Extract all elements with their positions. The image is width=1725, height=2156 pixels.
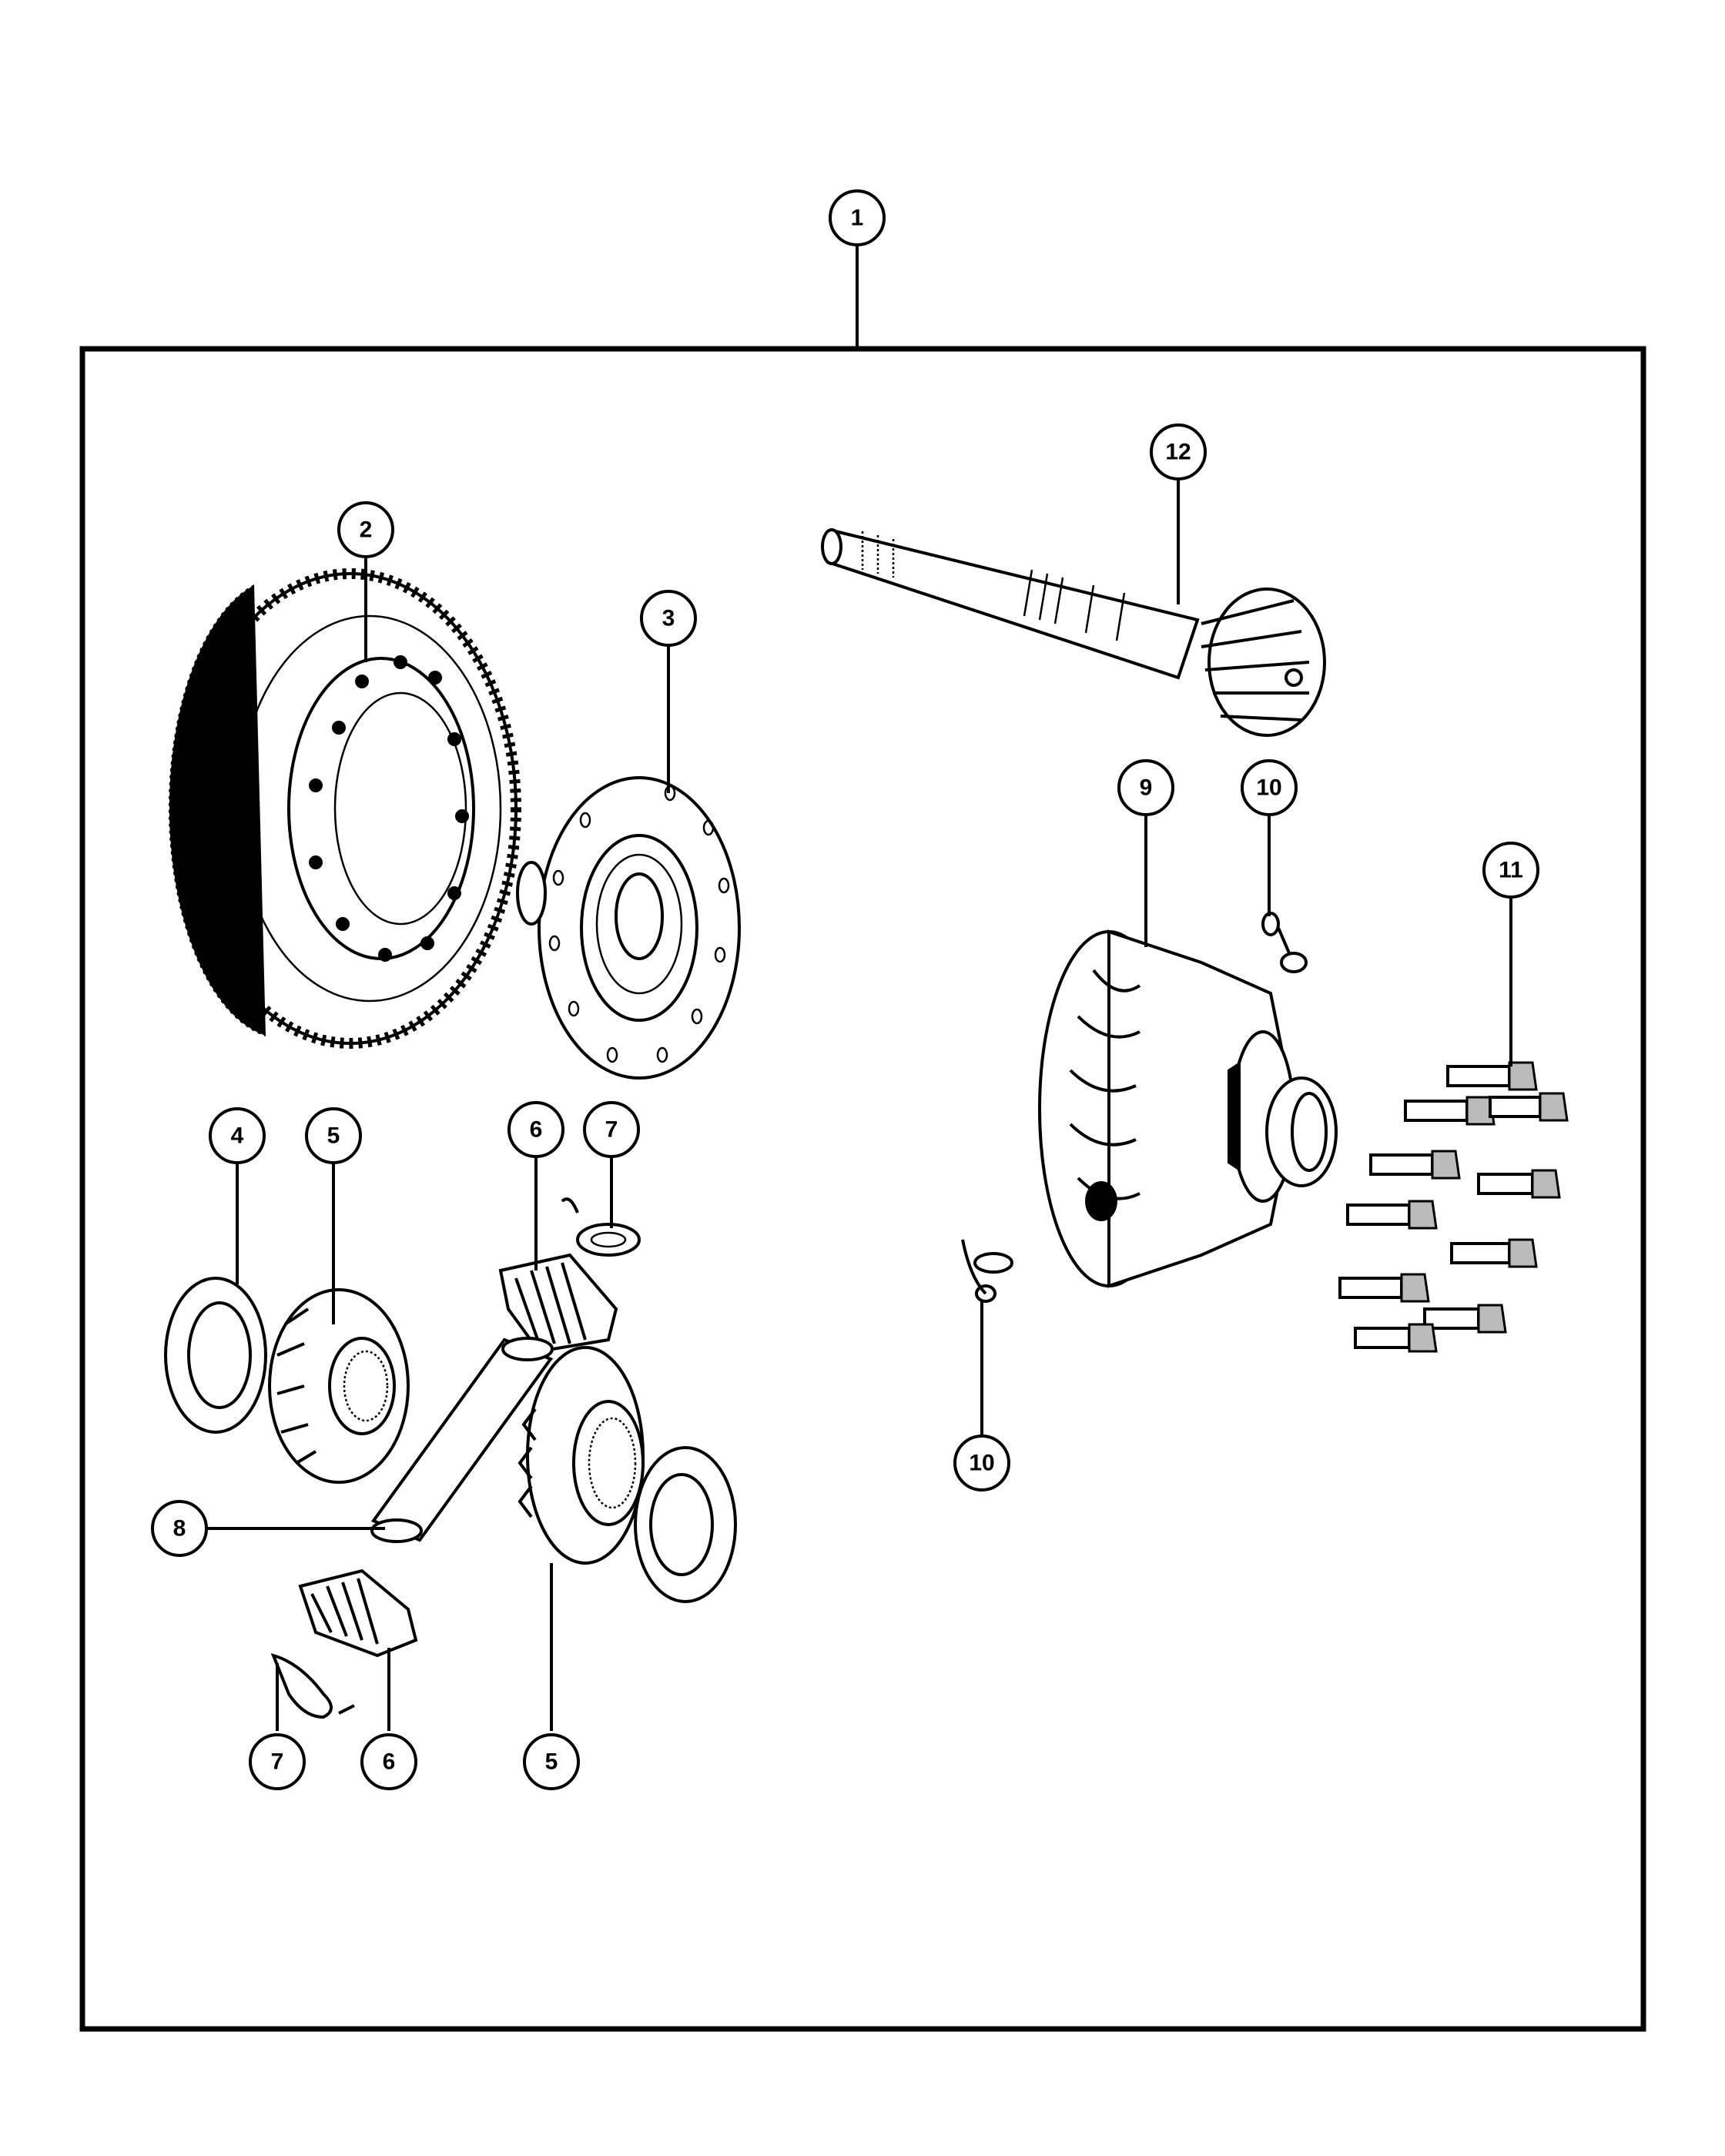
ring-gear[interactable] — [168, 568, 521, 1049]
callout-4: 4 — [209, 1107, 266, 1164]
retaining-clip-upper[interactable] — [1261, 912, 1308, 973]
svg-text:9: 9 — [1140, 775, 1153, 801]
callout-10-lower: 10 — [953, 1435, 1010, 1491]
callout-3: 3 — [640, 590, 697, 647]
pinion-cross-shaft[interactable] — [370, 1337, 554, 1543]
callout-7-upper: 7 — [583, 1101, 640, 1158]
svg-text:7: 7 — [605, 1117, 618, 1143]
side-gear-left[interactable] — [268, 1288, 410, 1484]
leader-lines — [203, 245, 1512, 1731]
svg-text:1: 1 — [851, 206, 864, 231]
pinion-washer-lower[interactable] — [270, 1652, 355, 1719]
svg-text:3: 3 — [662, 606, 675, 631]
svg-text:7: 7 — [271, 1749, 284, 1775]
svg-text:12: 12 — [1165, 440, 1191, 465]
svg-text:8: 8 — [173, 1516, 186, 1542]
svg-text:5: 5 — [327, 1123, 340, 1149]
side-gear-right[interactable] — [518, 1346, 645, 1565]
svg-text:10: 10 — [969, 1451, 994, 1476]
callout-12: 12 — [1150, 424, 1207, 480]
callout-10-upper: 10 — [1241, 759, 1298, 816]
svg-text:5: 5 — [545, 1749, 558, 1775]
callout-6-upper: 6 — [507, 1101, 564, 1158]
callout-6-lower: 6 — [360, 1733, 417, 1790]
callout-11: 11 — [1482, 842, 1539, 899]
assembly-frame — [79, 346, 1646, 2032]
svg-text:11: 11 — [1499, 858, 1523, 883]
pinion-shaft[interactable] — [821, 528, 1326, 737]
pinion-gear-upper[interactable] — [498, 1253, 618, 1354]
callout-5-lower: 5 — [523, 1733, 580, 1790]
pinion-gear-lower[interactable] — [298, 1568, 418, 1658]
callout-9: 9 — [1117, 759, 1174, 816]
svg-text:10: 10 — [1256, 775, 1281, 801]
bolt-set[interactable] — [1338, 1061, 1569, 1353]
thrust-washer-left[interactable] — [164, 1277, 267, 1434]
thrust-washer-right[interactable] — [634, 1446, 737, 1603]
case-half-plate[interactable] — [516, 776, 741, 1080]
pinion-washer-upper[interactable] — [561, 1197, 641, 1257]
differential-case[interactable] — [1038, 929, 1338, 1288]
svg-text:6: 6 — [383, 1749, 396, 1775]
svg-text:4: 4 — [231, 1123, 244, 1149]
retaining-clip-lower[interactable] — [961, 1239, 1013, 1303]
callout-7-lower: 7 — [249, 1733, 306, 1790]
svg-text:2: 2 — [360, 517, 373, 543]
callout-5-upper: 5 — [305, 1107, 362, 1164]
svg-text:6: 6 — [530, 1117, 543, 1143]
callout-1: 1 — [829, 189, 886, 246]
callout-8: 8 — [151, 1500, 208, 1557]
callout-2: 2 — [337, 501, 394, 558]
